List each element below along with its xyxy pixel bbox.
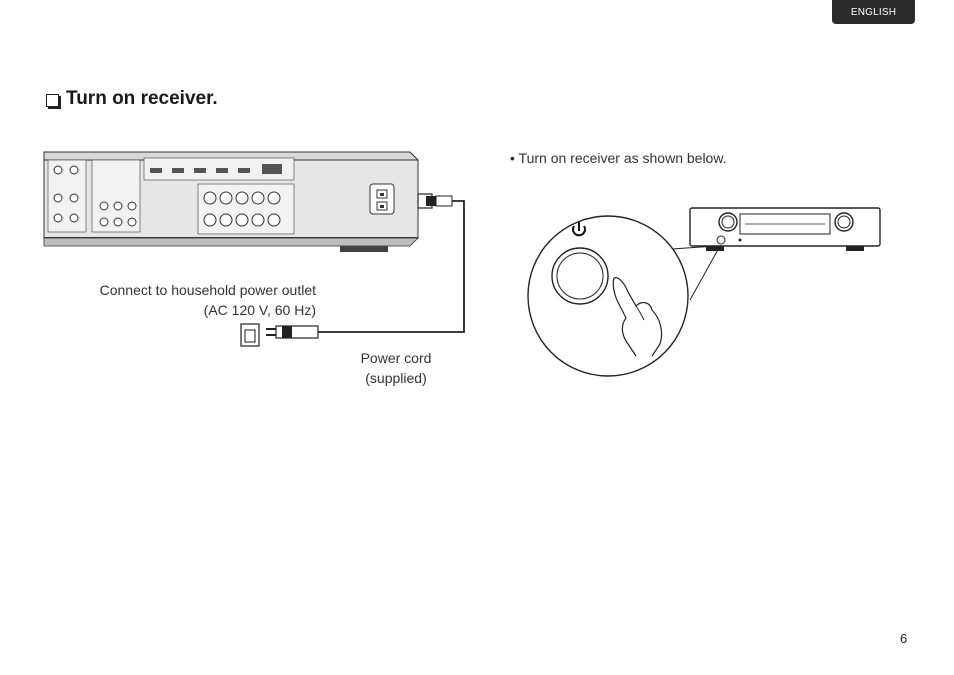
receiver-rear-panel: [43, 151, 419, 252]
instruction-text: • Turn on receiver as shown below.: [510, 150, 727, 166]
page-number: 6: [900, 631, 908, 646]
heading-text: Turn on receiver.: [66, 88, 218, 109]
outlet-caption-line2: (AC 120 V, 60 Hz): [203, 302, 316, 318]
checkbox-icon: [46, 93, 59, 107]
language-tab: ENGLISH: [832, 0, 915, 24]
cord-caption-line1: Power cord: [360, 350, 432, 366]
cord-caption: Power cord (supplied): [340, 348, 452, 388]
pointing-hand-icon: [612, 277, 663, 357]
outlet-caption: Connect to household power outlet (AC 12…: [40, 280, 316, 320]
outlet-caption-line1: Connect to household power outlet: [99, 282, 316, 298]
section-heading: Turn on receiver.: [46, 88, 218, 110]
power-button-callout: [527, 215, 721, 377]
power-cord: [240, 193, 465, 347]
receiver-front-view: [689, 207, 881, 251]
cord-caption-line2: (supplied): [365, 370, 427, 386]
power-icon: [572, 222, 586, 237]
